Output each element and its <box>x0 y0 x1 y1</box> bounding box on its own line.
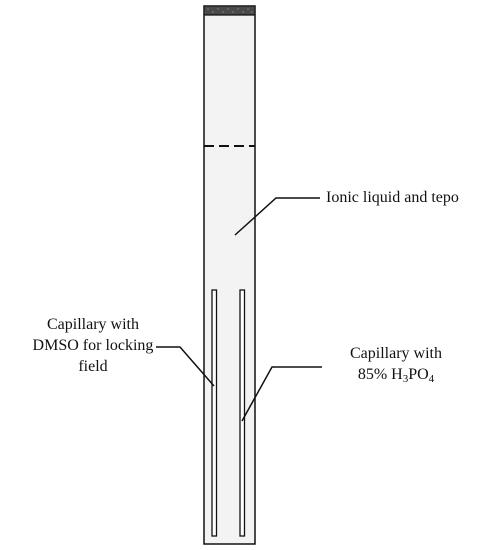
tube-cap <box>203 5 256 16</box>
h3po4-subscript-4: 4 <box>428 373 435 385</box>
h3po4-mid: PO <box>408 366 429 383</box>
leader-ionic-liquid <box>234 197 320 236</box>
ionic-liquid-text: Ionic liquid and tepo <box>326 189 459 206</box>
h3po4-subscript-3: 3 <box>402 373 409 385</box>
capillary-dmso-line2: DMSO for locking <box>32 337 154 354</box>
capillary-dmso-line1: Capillary with <box>47 316 139 333</box>
leader-capillary-h3po4 <box>241 366 322 422</box>
capillary-h3po4-line1: Capillary with <box>350 345 442 362</box>
ionic-liquid-label: Ionic liquid and tepo <box>326 187 459 208</box>
cap-texture <box>207 8 253 13</box>
capillary-h3po4-label: Capillary with 85% H3PO4 <box>326 343 466 385</box>
capillary-h3po4 <box>239 289 246 537</box>
h3po4-prefix: 85% H <box>357 366 403 383</box>
leader-capillary-dmso <box>156 346 215 387</box>
capillary-h3po4-line2: 85% H3PO4 <box>326 364 466 385</box>
capillary-dmso-line3: field <box>78 358 108 375</box>
capillary-dmso-label: Capillary with DMSO for locking field <box>18 314 168 377</box>
capillary-dmso <box>211 289 218 537</box>
